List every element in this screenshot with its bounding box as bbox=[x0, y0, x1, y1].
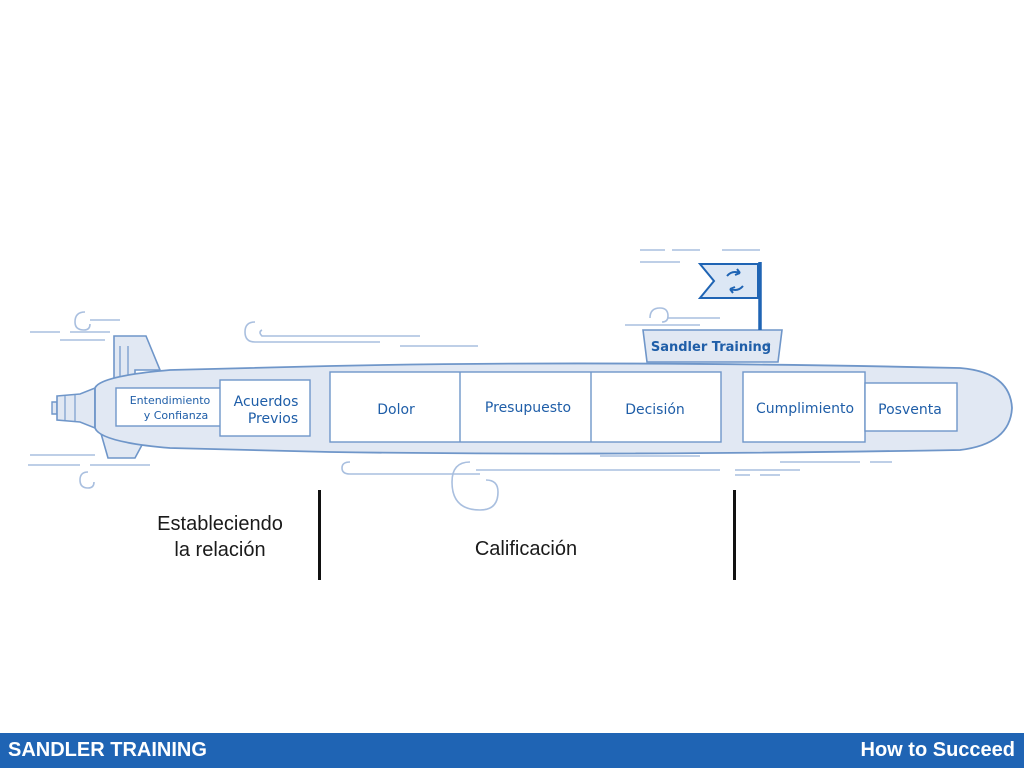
phase-divider-right bbox=[733, 490, 736, 580]
submarine-diagram: Sandler Training ® Entendimiento y Confi… bbox=[28, 249, 1013, 511]
acuerdos-label-line2: Previos bbox=[248, 411, 298, 427]
water-swirl bbox=[649, 307, 720, 323]
water-swirl bbox=[341, 461, 480, 475]
water-line bbox=[259, 329, 420, 337]
acuerdos-label-line1: Acuerdos bbox=[234, 394, 299, 410]
compartments: Entendimiento y Confianza Acuerdos Previ… bbox=[115, 371, 958, 443]
phase-relationship-line1: Estableciendo bbox=[157, 513, 283, 535]
entendimiento-label-line1: Entendimiento bbox=[130, 394, 211, 407]
qualification-block bbox=[329, 371, 722, 443]
sandler-training-logo: Sandler Training bbox=[651, 340, 771, 355]
footer-brand: SANDLER TRAINING bbox=[8, 739, 207, 761]
compartment-posventa bbox=[864, 382, 958, 432]
footer-tagline: How to Succeed bbox=[860, 739, 1015, 761]
sandler-flag-icon bbox=[697, 263, 759, 299]
phase-qualification-label: Calificación bbox=[474, 538, 578, 560]
entendimiento-label-line2: y Confianza bbox=[144, 409, 209, 422]
water-swirl bbox=[451, 461, 499, 511]
conning-tower bbox=[642, 329, 783, 363]
water-swirl bbox=[244, 321, 380, 343]
water-swirl bbox=[74, 311, 120, 331]
compartment-cumplimiento bbox=[742, 371, 866, 443]
phase-relationship-label: Estableciendo la relación bbox=[120, 511, 320, 563]
decision-label: Decisión bbox=[625, 402, 685, 418]
compartment-acuerdos-previos bbox=[219, 379, 311, 437]
propeller-detail bbox=[64, 395, 76, 421]
cumplimiento-label: Cumplimiento bbox=[756, 401, 854, 417]
trademark-mark: ® bbox=[765, 342, 771, 349]
footer-bar: SANDLER TRAINING How to Succeed bbox=[0, 733, 1024, 768]
compartment-entendimiento bbox=[115, 387, 223, 427]
sync-arrows-icon bbox=[726, 268, 744, 294]
phase-relationship-line2: la relación bbox=[174, 539, 266, 561]
dolor-label: Dolor bbox=[377, 402, 415, 418]
water-lines bbox=[28, 249, 892, 511]
water-swirl bbox=[79, 471, 95, 489]
presupuesto-label: Presupuesto bbox=[485, 400, 571, 416]
phase-divider-left bbox=[318, 490, 321, 580]
propeller bbox=[56, 386, 96, 430]
posventa-label: Posventa bbox=[878, 402, 942, 418]
